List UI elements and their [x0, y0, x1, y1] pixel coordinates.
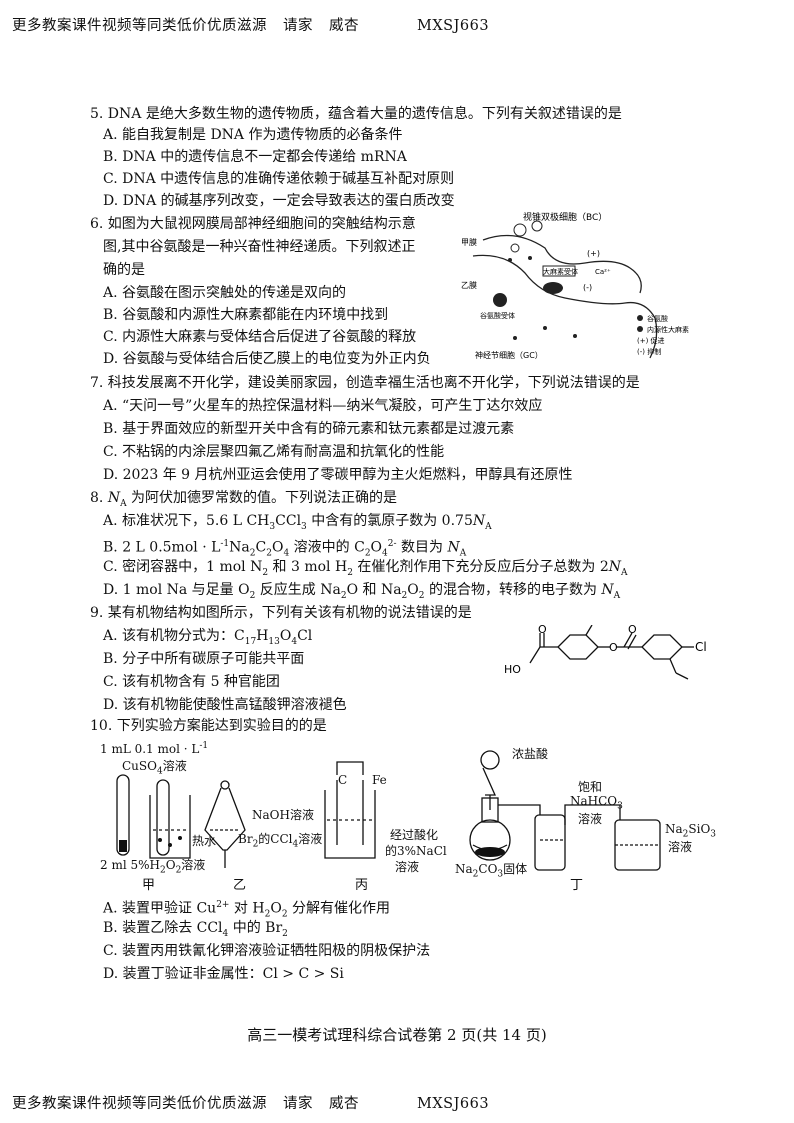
q9-stem: 9. 某有机物结构如图所示，下列有关该有机物的说法错误的是 [90, 605, 472, 621]
q6-option-b: B. 谷氨酸和内源性大麻素都能在内环境中找到 [103, 307, 389, 323]
q7-option-a: A. “天问一号”火星车的热控保温材料—纳米气凝胶，可产生丁达尔效应 [103, 398, 543, 414]
fig-yi-label: 乙膜 [461, 280, 477, 290]
synapse-figure: 视锥双极细胞（BC） 甲膜 大麻素受体 (+) (-) Ca²⁺ 乙膜 谷氨酸受… [461, 211, 689, 360]
banner-name-bottom: 威杏 [329, 1096, 359, 1112]
label-h2o2: 2 ml 5%H2O2溶液 [100, 858, 206, 876]
label-apparatus-ding: 丁 [570, 878, 584, 893]
label-na2sio3: Na2SiO3 [665, 822, 717, 840]
molecule-structure: HO O O O Cl [504, 625, 707, 680]
mol-cl: Cl [695, 640, 707, 654]
fig-legend-1: 谷氨酸 [647, 314, 668, 323]
fig-receptor2: 谷氨酸受体 [480, 311, 515, 320]
banner-invite: 请家 [283, 18, 313, 34]
label-saturated: 饱和 [578, 780, 603, 794]
q6-option-c: C. 内源性大麻素与受体结合后促进了谷氨酸的释放 [103, 329, 417, 345]
q8-option-d: D. 1 mol Na 与足量 O2 反应生成 Na2O 和 Na2O2 的混合… [103, 582, 621, 601]
mol-ho: HO [504, 663, 521, 676]
q5-option-d: D. DNA 的碱基序列改变，一定会导致表达的蛋白质改变 [103, 193, 455, 209]
mol-o1: O [538, 625, 547, 636]
q10-option-a: A. 装置甲验证 Cu2+ 对 H2O2 分解有催化作用 [103, 900, 390, 920]
q6-stem-3: 确的是 [103, 262, 145, 278]
q9-option-c: C. 该有机物含有 5 种官能团 [103, 674, 280, 690]
fig-legend-3: (+) 促进 [637, 336, 665, 345]
q10-option-c: C. 装置丙用铁氰化钾溶液验证牺牲阳极的阴极保护法 [103, 943, 431, 959]
q7-option-d: D. 2023 年 9 月杭州亚运会使用了零碳甲醇为主火炬燃料，甲醇具有还原性 [103, 467, 573, 483]
fig-bc-label: 视锥双极细胞（BC） [523, 211, 607, 223]
fig-jia-label: 甲膜 [461, 237, 477, 247]
label-apparatus-bing: 丙 [355, 878, 369, 893]
label-na2sio3-sol: 溶液 [668, 840, 693, 854]
q5-option-c: C. DNA 中遗传信息的准确传递依赖于碱基互补配对原则 [103, 171, 455, 187]
q7-option-c: C. 不粘锅的内涂层聚四氟乙烯有耐高温和抗氧化的性能 [103, 444, 445, 460]
q5-stem: 5. DNA 是绝大多数生物的遗传物质，蕴含着大量的遗传信息。下列有关叙述错误的… [90, 106, 622, 122]
banner-text: 更多教案课件视频等同类低价优质滋源 [12, 18, 267, 34]
label-apparatus-jia: 甲 [142, 878, 156, 893]
apparatus-figure [116, 750, 661, 871]
fig-receptor1: 大麻素受体 [543, 267, 578, 276]
q6-stem-2: 图,其中谷氨酸是一种兴奋性神经递质。下列叙述正 [103, 239, 416, 255]
label-cuso4-conc: 1 mL 0.1 mol · L-1 [100, 741, 209, 756]
fig-ca: Ca²⁺ [595, 268, 611, 276]
label-conc-hcl: 浓盐酸 [512, 747, 549, 761]
page-footer: 高三一模考试理科综合试卷第 2 页(共 14 页) [247, 1026, 547, 1044]
fig-legend-2: 内源性大麻素 [647, 325, 689, 334]
banner-invite-bottom: 请家 [283, 1096, 313, 1112]
label-cuso4: CuSO4溶液 [122, 759, 187, 777]
bottom-banner: 更多教案课件视频等同类低价优质滋源请家威杏 MXSJ663 [12, 1092, 489, 1113]
fig-gc-label: 神经节细胞（GC） [475, 350, 543, 360]
label-nacl-3: 溶液 [395, 860, 420, 874]
label-hot-water: 热水 [192, 834, 217, 848]
q8-option-c: C. 密闭容器中，1 mol N2 和 3 mol H2 在催化剂作用下充分反应… [103, 559, 628, 578]
q6-option-a: A. 谷氨酸在图示突触处的传递是双向的 [103, 285, 347, 301]
label-electrode-c: C [338, 773, 348, 787]
mol-o2: O [609, 641, 618, 654]
q6-stem-1: 6. 如图为大鼠视网膜局部神经细胞间的突触结构示意 [90, 216, 416, 232]
label-nacl-2: 的3%NaCl [385, 844, 447, 858]
label-na2co3: Na2CO3固体 [455, 862, 528, 880]
label-electrode-fe: Fe [372, 773, 387, 787]
q8-option-b: B. 2 L 0.5mol · L-1Na2C2O4 溶液中的 C2O42- 数… [103, 539, 467, 559]
label-nacl-1: 经过酸化 [390, 828, 439, 842]
label-naoh: NaOH溶液 [252, 808, 314, 822]
label-br2-ccl4: Br2的CCl4溶液 [238, 832, 323, 850]
q9-option-a: A. 该有机物分式为：C17H13O4Cl [103, 628, 313, 647]
q7-stem: 7. 科技发展离不开化学，建设美丽家园，创造幸福生活也离不开化学，下列说法错误的… [90, 375, 640, 391]
label-apparatus-yi: 乙 [233, 878, 247, 893]
label-nahco3: NaHCO3 [570, 794, 623, 812]
q10-stem: 10. 下列实验方案能达到实验目的的是 [90, 718, 327, 734]
q5-option-a: A. 能自我复制是 DNA 作为遗传物质的必备条件 [103, 127, 403, 143]
mol-o3: O [628, 625, 637, 636]
q8-option-a: A. 标准状况下，5.6 L CH3CCl3 中含有的氯原子数为 0.75NA [103, 513, 492, 532]
banner-name: 威杏 [329, 18, 359, 34]
q9-option-d: D. 该有机物能使酸性高锰酸钾溶液褪色 [103, 697, 347, 713]
q10-option-d: D. 装置丁验证非金属性：Cl > C > Si [103, 966, 344, 982]
q10-option-b: B. 装置乙除去 CCl4 中的 Br2 [103, 920, 288, 939]
fig-minus: (-) [583, 283, 592, 292]
banner-code-bottom: MXSJ663 [417, 1096, 490, 1112]
banner-code: MXSJ663 [417, 18, 490, 34]
q7-option-b: B. 基于界面效应的新型开关中含有的碲元素和钛元素都是过渡元素 [103, 421, 515, 437]
q6-option-d: D. 谷氨酸与受体结合后使乙膜上的电位变为外正内负 [103, 351, 431, 367]
banner-text-bottom: 更多教案课件视频等同类低价优质滋源 [12, 1096, 267, 1112]
label-nahco3-sol: 溶液 [578, 812, 603, 826]
top-banner: 更多教案课件视频等同类低价优质滋源请家威杏 MXSJ663 [12, 14, 489, 35]
q8-stem: 8. NA 为阿伏加德罗常数的值。下列说法正确的是 [90, 490, 398, 509]
fig-plus: (+) [587, 249, 600, 258]
q5-option-b: B. DNA 中的遗传信息不一定都会传递给 mRNA [103, 149, 407, 165]
q9-option-b: B. 分子中所有碳原子可能共平面 [103, 651, 305, 667]
fig-legend-4: (-) 抑制 [637, 347, 661, 356]
